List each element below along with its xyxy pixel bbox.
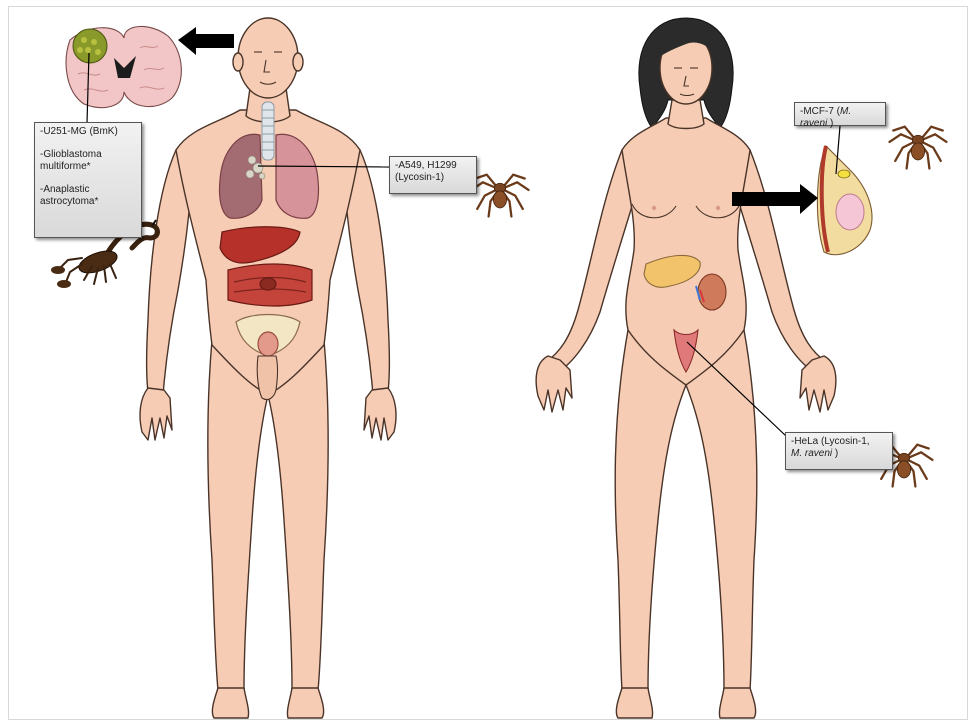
spider-icon bbox=[890, 127, 947, 169]
cervix-cell-line-label: -HeLa (Lycosin-1, M. raveni ) bbox=[785, 432, 893, 470]
cervix-label-line2: M. raveni ) bbox=[791, 448, 887, 460]
brain-label-line1: -U251-MG (BmK) bbox=[40, 126, 136, 138]
breast-label-suffix: ) bbox=[827, 118, 833, 129]
breast-label-line: -MCF-7 (M. raveni ) bbox=[800, 106, 880, 130]
breast-label-prefix: -MCF-7 ( bbox=[800, 106, 840, 117]
breast-cell-line-label: -MCF-7 (M. raveni ) bbox=[794, 102, 886, 126]
brain-label-line3b: astrocytoma* bbox=[40, 196, 98, 207]
cervix-label-species: M. raveni bbox=[791, 448, 832, 459]
spider-icon bbox=[472, 175, 529, 217]
arrow-icon bbox=[178, 27, 234, 55]
cervix-label-line1: -HeLa (Lycosin-1, bbox=[791, 436, 887, 448]
lung-label-line1: -A549, H1299 bbox=[395, 160, 471, 172]
male-genitals bbox=[257, 356, 277, 400]
tumor-mass bbox=[73, 29, 107, 63]
female-body bbox=[536, 32, 836, 718]
male-trachea bbox=[262, 102, 274, 160]
lung-label-line2: (Lycosin-1) bbox=[395, 172, 471, 184]
breast-inset bbox=[817, 146, 872, 255]
lung-cell-lines-label: -A549, H1299 (Lycosin-1) bbox=[389, 156, 477, 194]
male-intestines bbox=[228, 264, 312, 306]
brain-label-line2a: -Glioblastoma bbox=[40, 149, 102, 160]
brain-label-line2b: multiforme* bbox=[40, 161, 91, 172]
brain-inset bbox=[66, 26, 181, 107]
cervix-label-suffix: ) bbox=[832, 448, 838, 459]
brain-label-line3a: -Anaplastic bbox=[40, 184, 89, 195]
